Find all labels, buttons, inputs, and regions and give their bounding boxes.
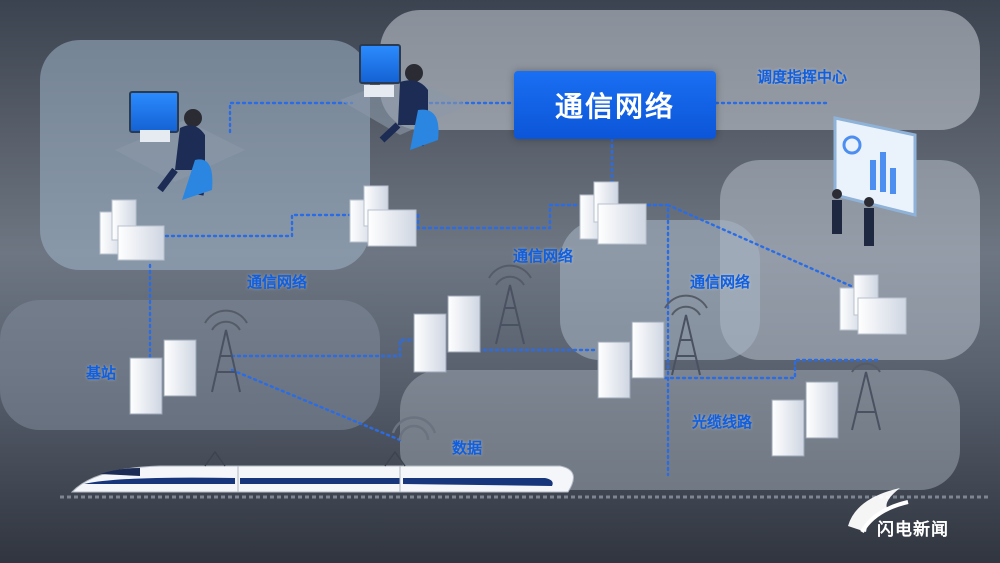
label-base-station: 基站 [86, 364, 117, 382]
network-node-right [839, 274, 907, 335]
network-node-center-left [349, 185, 417, 247]
network-node-left [99, 199, 165, 261]
workstation-left [115, 91, 245, 200]
network-title: 通信网络 [554, 90, 675, 123]
base-station-cabinet-far-right [771, 381, 839, 457]
brand-logo-icon [848, 488, 909, 534]
label-network-left: 通信网络 [247, 273, 308, 291]
antenna-tower-right [664, 294, 708, 376]
network-node-center [579, 181, 647, 245]
antenna-tower-left [204, 309, 248, 393]
brand-name: 闪电新闻 [877, 520, 949, 540]
label-data: 数据 [452, 439, 483, 457]
label-network-center: 通信网络 [513, 247, 574, 265]
label-network-right: 通信网络 [690, 273, 751, 291]
label-fiber-line: 光缆线路 [692, 413, 753, 431]
base-station-cabinet-left [129, 339, 197, 415]
signal-waves [391, 416, 437, 441]
base-station-cabinet-center [413, 295, 481, 373]
high-speed-train [60, 450, 990, 499]
network-title-box: 通信网络 [514, 71, 716, 139]
connection-lines [148, 101, 882, 477]
base-station-cabinet-right [597, 321, 665, 399]
dispatch-center-screen [832, 116, 917, 246]
workstation-center [340, 44, 468, 150]
antenna-tower-center [488, 264, 532, 345]
label-dispatch-center: 调度指挥中心 [757, 68, 848, 86]
antenna-tower-far-right [851, 362, 881, 431]
